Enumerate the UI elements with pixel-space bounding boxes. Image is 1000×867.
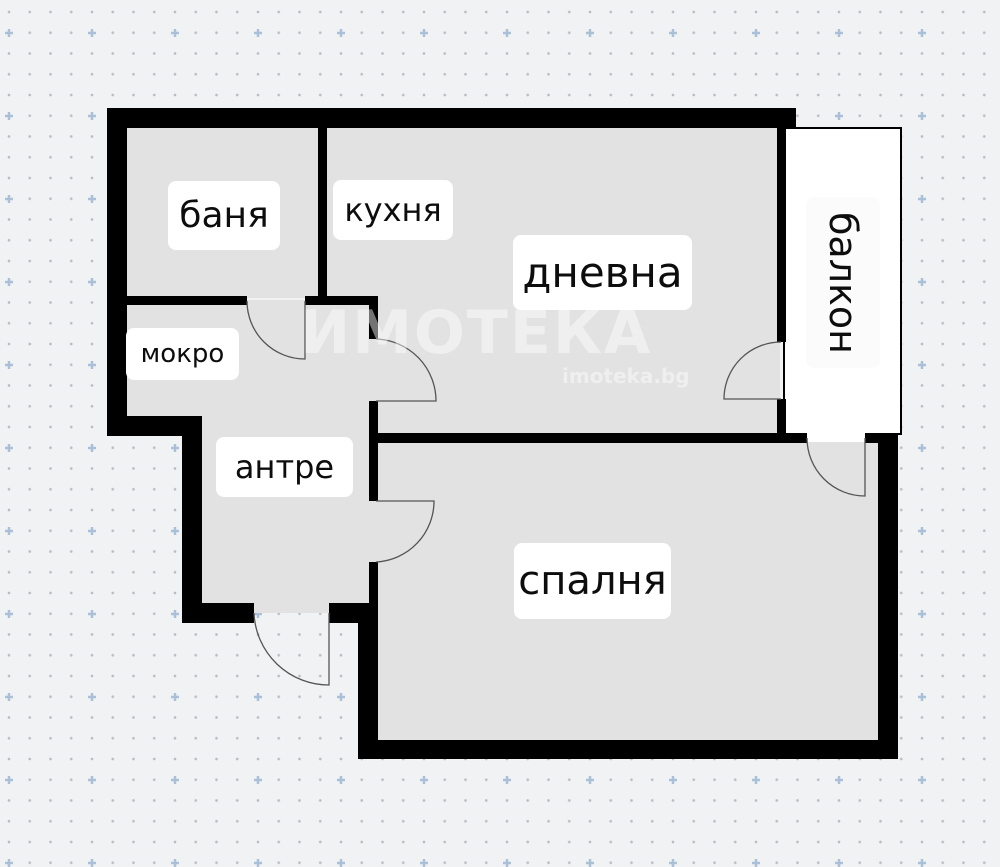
room-label-balcony: балкон (806, 197, 880, 368)
room-label-bathroom: баня (168, 181, 280, 250)
bedroom-label-text: спалня (518, 558, 667, 604)
front-door (253, 612, 330, 686)
walls (107, 108, 898, 759)
bedroom-door (375, 500, 435, 563)
room-label-living: дневна (513, 235, 692, 310)
living-door (375, 338, 437, 402)
bathroom-label-text: баня (179, 195, 269, 236)
room-label-kitchen: кухня (333, 180, 453, 240)
room-label-wet-area: мокро (126, 328, 239, 380)
doors (246, 300, 866, 686)
living-label-text: дневна (522, 248, 683, 297)
room-label-hallway: антре (216, 437, 353, 497)
bathroom-door (246, 300, 306, 360)
balcony-label-text: балкон (821, 211, 865, 354)
balcony-door-threshold (807, 432, 865, 442)
kitchen-label-text: кухня (344, 191, 442, 229)
wet-area-label-text: мокро (140, 339, 225, 369)
hallway-label-text: антре (234, 448, 335, 486)
room-label-bedroom: спалня (514, 543, 671, 619)
balcony-bedroom-door (806, 437, 866, 497)
balcony-door (723, 341, 782, 400)
